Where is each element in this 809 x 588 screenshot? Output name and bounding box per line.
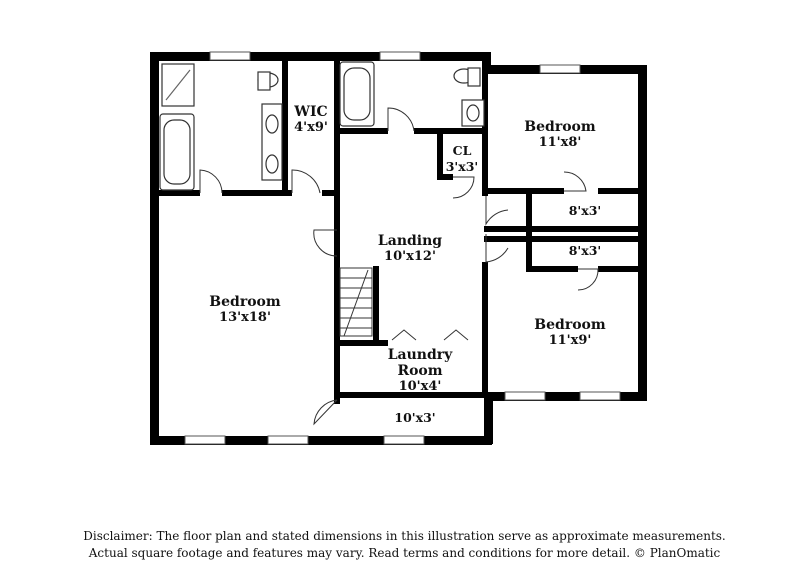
disclaimer-line-1: Disclaimer: The floor plan and stated di… — [83, 529, 726, 543]
room-hall-closet: 10'x3' — [375, 410, 455, 426]
room-name: Bedroom — [209, 294, 281, 310]
interior-walls — [155, 56, 642, 404]
room-closet-lower: 8'x3' — [550, 243, 620, 259]
room-bedroom-se: Bedroom 11'x9' — [520, 317, 620, 349]
stairs — [339, 267, 373, 337]
room-bedroom-main: Bedroom 13'x18' — [190, 294, 300, 326]
room-laundry: Laundry Room 10'x4' — [375, 347, 465, 395]
room-dims: 11'x9' — [548, 333, 592, 348]
room-dims: 13'x18' — [219, 310, 271, 325]
bath-fixtures — [159, 61, 485, 191]
room-name: Landing — [377, 233, 443, 249]
room-bedroom-ne: Bedroom 11'x8' — [510, 119, 610, 151]
room-wic: WIC 4'x9' — [287, 104, 335, 136]
room-dims: 11'x8' — [538, 135, 582, 150]
room-landing: Landing 10'x12' — [360, 233, 460, 265]
floor-plan — [150, 51, 647, 445]
disclaimer: Disclaimer: The floor plan and stated di… — [0, 528, 809, 562]
windows — [184, 51, 621, 445]
room-name: CL — [452, 143, 472, 158]
disclaimer-line-2: Actual square footage and features may v… — [88, 546, 721, 560]
room-dims: 3'x3' — [445, 159, 479, 174]
room-dims: 8'x3' — [568, 243, 602, 258]
room-dims: 10'x3' — [394, 410, 436, 425]
room-dims: 10'x12' — [384, 249, 436, 264]
room-closet: CL 3'x3' — [440, 143, 484, 175]
room-name: WIC — [294, 104, 328, 120]
room-name: Bedroom — [524, 119, 596, 135]
doors — [199, 107, 599, 426]
room-dims: 10'x4' — [398, 379, 442, 394]
room-dims: 4'x9' — [294, 120, 328, 135]
room-name: Bedroom — [534, 317, 606, 333]
room-dims: 8'x3' — [568, 203, 602, 218]
room-name: Laundry — [387, 347, 453, 363]
room-closet-upper: 8'x3' — [550, 203, 620, 219]
room-name-2: Room — [397, 363, 443, 379]
